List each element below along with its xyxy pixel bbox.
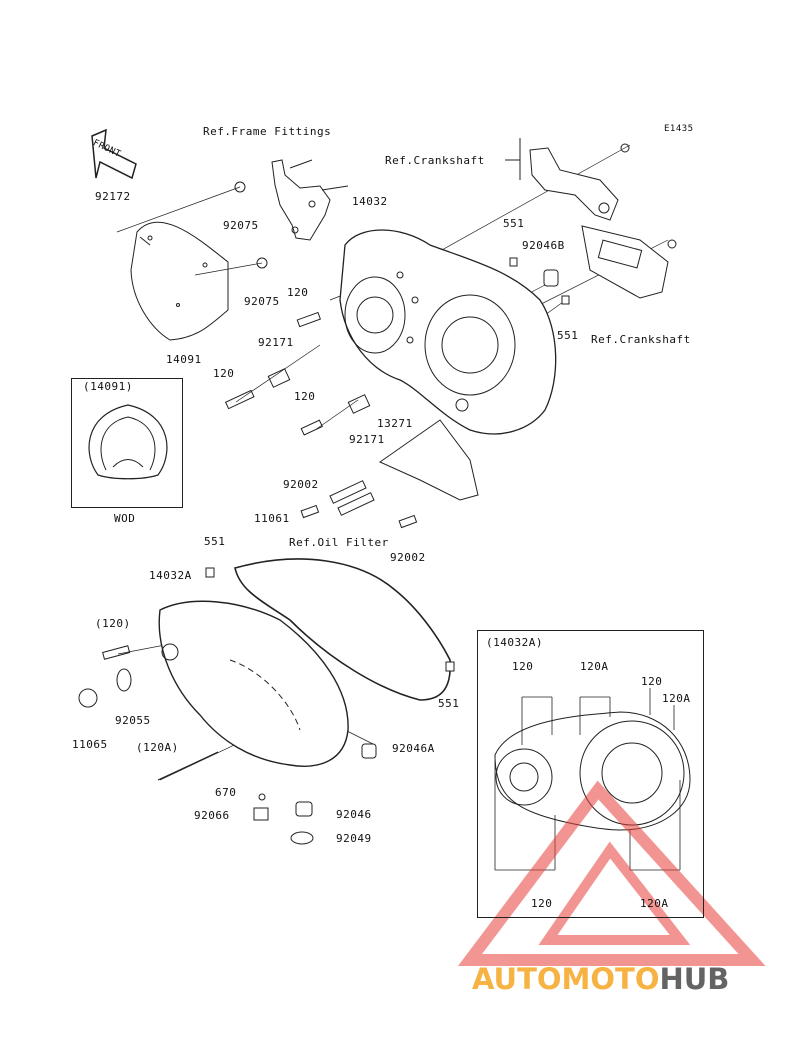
cover-icon bbox=[88, 404, 168, 480]
part-670: 670 bbox=[215, 786, 237, 799]
ref-crankshaft-top: Ref.Crankshaft bbox=[385, 154, 485, 167]
watermark-text-part1: AUTOMOTO bbox=[472, 962, 660, 996]
part-92046: 92046 bbox=[336, 808, 372, 821]
inset-left-caption: WOD bbox=[114, 512, 136, 525]
part-120-c: 120 bbox=[294, 390, 316, 403]
part-92002-b: 92002 bbox=[390, 551, 426, 564]
frame-bracket bbox=[271, 159, 349, 241]
part-92171-b: 92171 bbox=[349, 433, 385, 446]
inset-part-120A-c: 120A bbox=[640, 897, 669, 910]
watermark-text-part2: HUB bbox=[659, 962, 730, 996]
inset-part-120A-a: 120A bbox=[580, 660, 609, 673]
gasket bbox=[205, 558, 455, 701]
part-92002-a: 92002 bbox=[283, 478, 319, 491]
ref-frame-fittings: Ref.Frame Fittings bbox=[203, 125, 332, 138]
crankshaft-lower bbox=[581, 225, 669, 299]
part-14032A: 14032A bbox=[149, 569, 192, 582]
bolts bbox=[224, 311, 418, 529]
part-92172: 92172 bbox=[95, 190, 131, 203]
ref-crankshaft-right: Ref.Crankshaft bbox=[591, 333, 691, 346]
part-92046B: 92046B bbox=[522, 239, 565, 252]
inset-part-120A-b: 120A bbox=[662, 692, 691, 705]
part-11065: 11065 bbox=[72, 738, 108, 751]
inset-left-title: (14091) bbox=[83, 380, 133, 393]
part-120-b: 120 bbox=[213, 367, 235, 380]
logo-triangle-icon bbox=[457, 780, 766, 966]
part-92046A: 92046A bbox=[392, 742, 435, 755]
crankshaft-upper bbox=[529, 147, 619, 221]
inset-part-120-c: 120 bbox=[531, 897, 553, 910]
part-11061: 11061 bbox=[254, 512, 290, 525]
part-92171-a: 92171 bbox=[258, 336, 294, 349]
part-551-c: 551 bbox=[204, 535, 226, 548]
crankcase-cover-14032 bbox=[339, 229, 557, 435]
inset-14032A-box bbox=[477, 630, 704, 918]
part-551-d: 551 bbox=[438, 697, 460, 710]
part-551-a: 551 bbox=[503, 217, 525, 230]
part-92075-b: 92075 bbox=[244, 295, 280, 308]
part-92075-a: 92075 bbox=[223, 219, 259, 232]
part-92055: 92055 bbox=[115, 714, 151, 727]
primary-cover-14032A bbox=[158, 600, 349, 767]
part-120-a: 120 bbox=[287, 286, 309, 299]
part-120A-paren: (120A) bbox=[136, 741, 179, 754]
diagram-code: E1435 bbox=[664, 124, 694, 134]
inset-cover-outline bbox=[494, 711, 691, 831]
inset-part-120-b: 120 bbox=[641, 675, 663, 688]
front-cover-14091 bbox=[130, 221, 229, 341]
part-14091: 14091 bbox=[166, 353, 202, 366]
part-13271: 13271 bbox=[377, 417, 413, 430]
watermark-logo: AUTOMOTOHUB bbox=[472, 962, 729, 996]
inset-part-120-a: 120 bbox=[512, 660, 534, 673]
part-551-b: 551 bbox=[557, 329, 579, 342]
part-92066: 92066 bbox=[194, 809, 230, 822]
part-92049: 92049 bbox=[336, 832, 372, 845]
front-arrow-icon bbox=[91, 128, 137, 180]
ref-oil-filter: Ref.Oil Filter bbox=[289, 536, 389, 549]
part-14032: 14032 bbox=[352, 195, 388, 208]
inset-right-title: (14032A) bbox=[486, 636, 543, 649]
part-120-paren: (120) bbox=[95, 617, 131, 630]
inset-14091-box bbox=[71, 378, 183, 508]
